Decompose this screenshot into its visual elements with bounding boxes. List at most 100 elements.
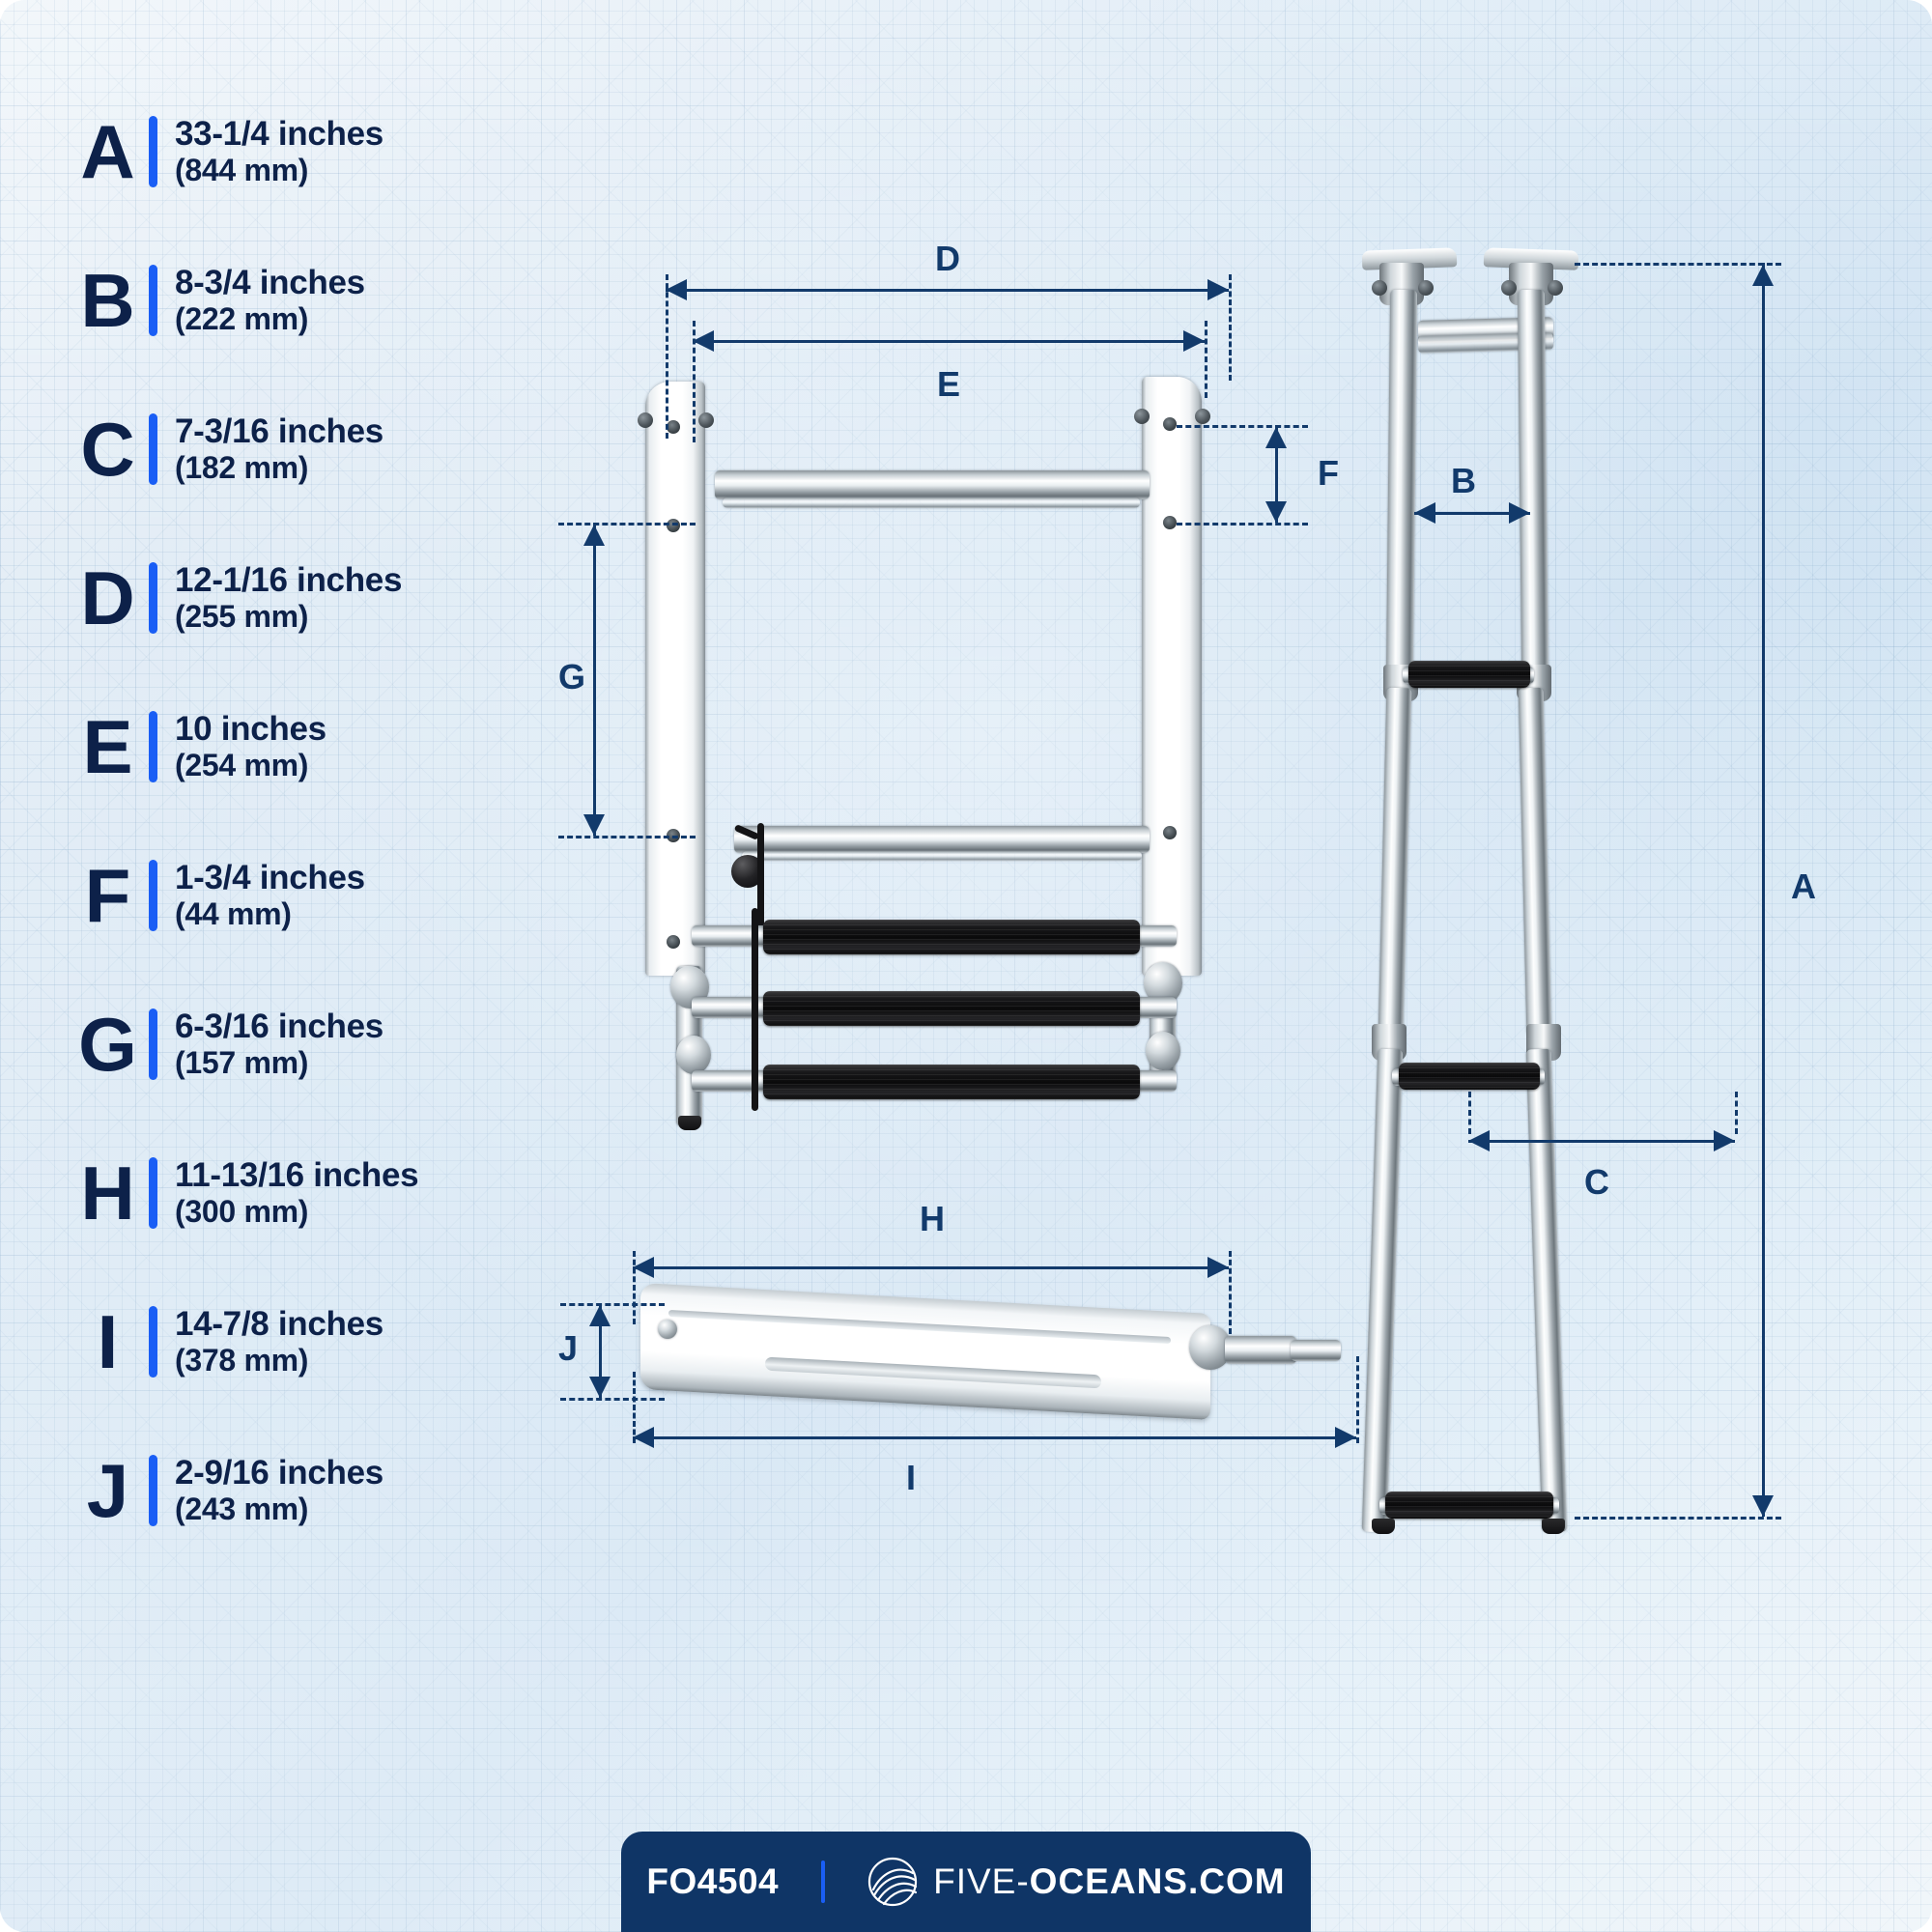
b-arrow-left	[1414, 502, 1435, 524]
c-dimension-line	[1468, 1140, 1735, 1143]
e-extension-left	[693, 321, 696, 442]
f-arrow-up	[1265, 427, 1287, 448]
legend-accent-bar	[149, 1157, 157, 1229]
legend-item-g: G 6-3/16 inches (157 mm)	[70, 985, 485, 1103]
footer-divider	[821, 1861, 826, 1903]
platform-hinge-ball	[1189, 1325, 1232, 1370]
brand-lockup: FIVE-OCEANS.COM	[867, 1857, 1285, 1907]
h-extension-right	[1229, 1251, 1232, 1334]
legend-text-f: 1-3/4 inches (44 mm)	[175, 859, 485, 933]
i-extension-right	[1356, 1356, 1359, 1443]
g-extension-bottom	[558, 836, 696, 838]
d-label: D	[935, 239, 960, 278]
right-mounting-plate	[1142, 377, 1202, 976]
b-arrow-right	[1509, 502, 1530, 524]
plate-hole	[1163, 826, 1177, 839]
legend-letter-h: H	[80, 1151, 134, 1236]
a-arrow-up	[1752, 265, 1774, 286]
rail-sleeve-left	[1372, 1024, 1406, 1061]
legend-accent-bar	[149, 1009, 157, 1080]
legend-metric-c: (182 mm)	[175, 449, 309, 485]
brand-prefix: FIVE-	[933, 1861, 1030, 1901]
folded-leg-right	[1150, 966, 1176, 1082]
ladder-rail-left-bottom	[1361, 1048, 1404, 1533]
e-extension-right	[1205, 321, 1208, 398]
plate-bolt	[638, 412, 653, 428]
legend-letter-e: E	[82, 704, 132, 789]
legend-letter-g: G	[78, 1002, 137, 1087]
legend-item-b: B 8-3/4 inches (222 mm)	[70, 242, 485, 359]
i-dimension-line	[633, 1436, 1356, 1439]
upper-grab-rail-shadow	[723, 497, 1140, 508]
h-label: H	[920, 1199, 945, 1238]
a-arrow-down	[1752, 1495, 1774, 1517]
legend-item-a: A 33-1/4 inches (844 mm)	[70, 93, 485, 211]
legend-item-h: H 11-13/16 inches (300 mm)	[70, 1134, 485, 1252]
pull-knob	[731, 855, 764, 888]
extended-step-rail	[1392, 1068, 1545, 1086]
legend-accent-bar	[149, 116, 157, 187]
extended-step-rail	[1379, 1497, 1559, 1515]
platform-groove	[668, 1309, 1171, 1345]
plate-hole	[667, 829, 680, 842]
legend-imperial-g: 6-3/16 inches	[175, 1007, 384, 1045]
legend-accent-bar	[149, 265, 157, 336]
legend-letter-i: I	[97, 1299, 119, 1384]
g-label: G	[558, 657, 586, 696]
legend-item-e: E 10 inches (254 mm)	[70, 688, 485, 806]
top-bracket-right	[1483, 247, 1579, 270]
legend-letter-d: D	[80, 555, 134, 640]
leg-pivot-joint	[676, 1036, 711, 1074]
pivot-cap-right	[1509, 263, 1553, 305]
legend-accent-bar	[149, 562, 157, 634]
legend-item-d: D 12-1/16 inches (255 mm)	[70, 539, 485, 657]
legend-text-e: 10 inches (254 mm)	[175, 710, 485, 784]
i-arrow-right	[1335, 1427, 1356, 1448]
legend-text-d: 12-1/16 inches (255 mm)	[175, 561, 485, 636]
telescoping-tube-tip	[1291, 1340, 1341, 1361]
extended-step-tread	[1408, 661, 1530, 688]
rail-sleeve-right	[1526, 1024, 1561, 1061]
h-dimension-line	[633, 1266, 1229, 1269]
legend-imperial-h: 11-13/16 inches	[175, 1155, 419, 1194]
left-mounting-plate	[645, 382, 705, 976]
legend-metric-d: (255 mm)	[175, 598, 309, 634]
platform-body	[640, 1283, 1210, 1420]
legend-text-b: 8-3/4 inches (222 mm)	[175, 264, 485, 338]
legend-metric-f: (44 mm)	[175, 895, 292, 931]
rail-sleeve-left	[1383, 665, 1418, 701]
e-dimension-line	[693, 340, 1205, 343]
legend-metric-j: (243 mm)	[175, 1491, 309, 1526]
rail-sleeve-right	[1517, 665, 1551, 701]
step-tread	[763, 920, 1140, 954]
legend-accent-bar	[149, 413, 157, 485]
c-extension-right	[1735, 1092, 1738, 1134]
e-arrow-left	[693, 330, 714, 352]
ladder-rail-left-upper	[1385, 289, 1418, 677]
legend-text-j: 2-9/16 inches (243 mm)	[175, 1454, 485, 1528]
f-extension-bottom	[1177, 523, 1308, 526]
plate-hole	[667, 935, 680, 949]
brand-suffix: OCEANS.COM	[1029, 1861, 1286, 1901]
plate-hole	[1163, 516, 1177, 529]
c-arrow-right	[1714, 1130, 1735, 1151]
h-arrow-left	[633, 1257, 654, 1278]
wave-shell-logo-icon	[867, 1857, 918, 1907]
legend-item-c: C 7-3/16 inches (182 mm)	[70, 390, 485, 508]
j-label: J	[558, 1328, 579, 1368]
top-bracket-left	[1361, 247, 1458, 270]
legend-imperial-d: 12-1/16 inches	[175, 560, 403, 599]
platform-groove	[765, 1356, 1101, 1389]
j-extension-top	[560, 1303, 665, 1306]
upper-grab-rail	[715, 470, 1150, 499]
c-extension-left	[1468, 1092, 1471, 1134]
bracket-bolt	[1501, 280, 1517, 296]
c-arrow-left	[1468, 1130, 1490, 1151]
b-label: B	[1451, 461, 1476, 500]
legend-text-a: 33-1/4 inches (844 mm)	[175, 115, 485, 189]
legend-text-i: 14-7/8 inches (378 mm)	[175, 1305, 485, 1379]
legend-accent-bar	[149, 1455, 157, 1526]
step-rail	[692, 1070, 1177, 1092]
g-arrow-down	[583, 814, 605, 836]
g-arrow-up	[583, 525, 605, 546]
